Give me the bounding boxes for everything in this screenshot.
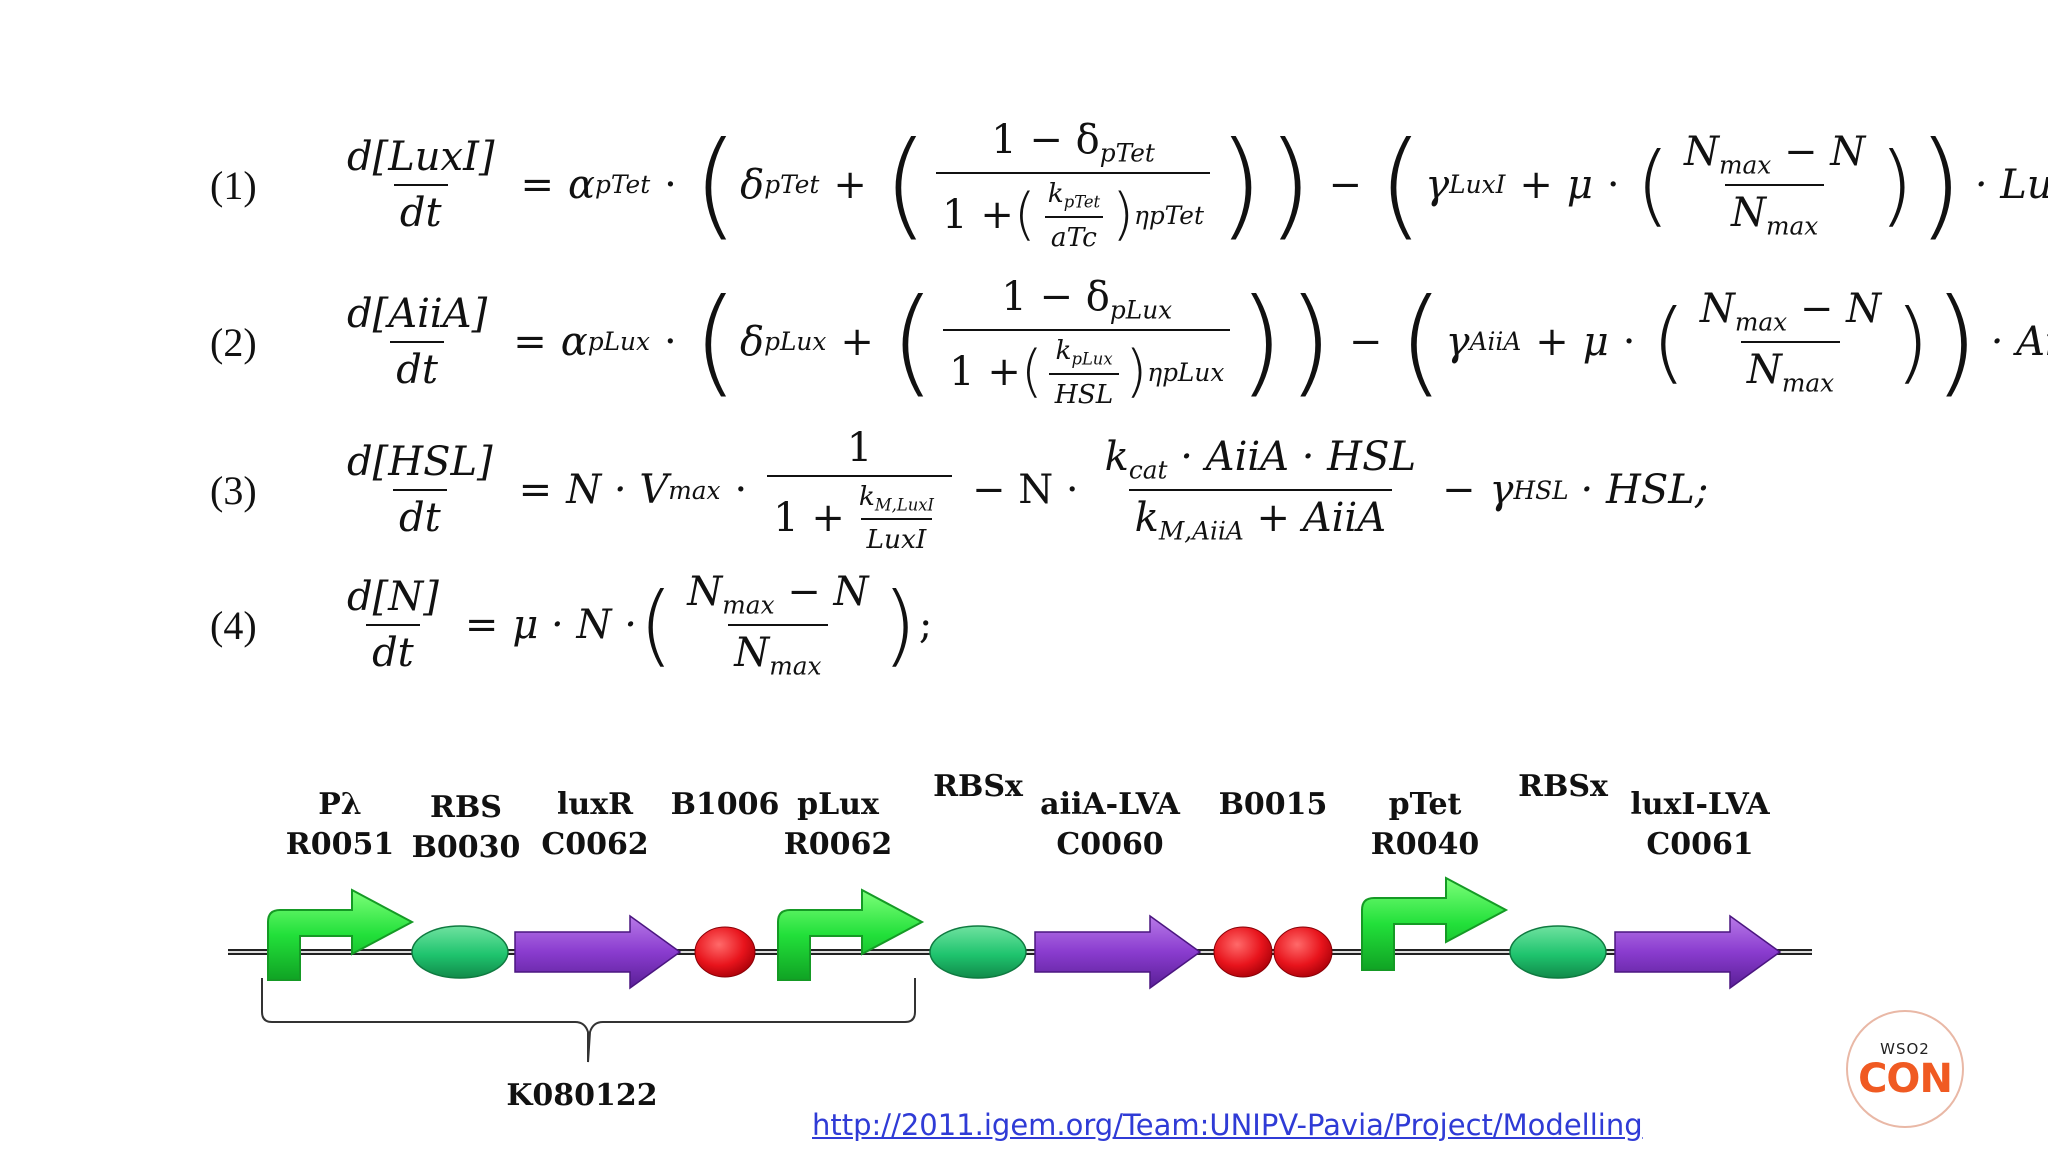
cds-luxr <box>514 914 682 990</box>
rbs-x-1 <box>929 925 1027 979</box>
promoter-fraction: 1 − δpLux 1 + ( kpLux HSL ) ηpLux <box>943 274 1231 410</box>
rbs-x-2 <box>1509 925 1607 979</box>
part-label-rbsx-2: RBSx <box>1518 769 1608 804</box>
part-label-rbsx-1: RBSx <box>933 769 1023 804</box>
equation-number: (4) <box>210 602 257 648</box>
source-link[interactable]: http://2011.igem.org/Team:UNIPV-Pavia/Pr… <box>812 1108 1643 1142</box>
terminator-b0015-a <box>1213 926 1273 978</box>
terminator-b0015-b <box>1273 926 1333 978</box>
k080122-bracket <box>261 978 916 1063</box>
part-label-b0015: B0015 <box>1218 787 1328 822</box>
circuit-graphics <box>228 876 1812 1063</box>
equation-number: (2) <box>210 319 257 365</box>
rbs-b0030 <box>411 925 509 979</box>
equation-number: (3) <box>210 467 257 513</box>
wso2con-logo: WSO2 CON <box>1846 1010 1964 1128</box>
cds-aiia-lva <box>1034 914 1202 990</box>
terminator-b1006 <box>694 926 756 978</box>
bracket-label: K080122 <box>506 1078 658 1113</box>
lhs-fraction: d[N] dt <box>347 574 439 676</box>
lhs-fraction: d[LuxI] dt <box>347 133 495 236</box>
lhs-fraction: d[AiiA] dt <box>347 290 488 393</box>
promoter-p-lambda <box>267 888 415 981</box>
promoter-plux <box>777 888 925 981</box>
promoter-ptet <box>1361 876 1509 971</box>
cds-luxi-lva <box>1614 914 1782 990</box>
lhs-fraction: d[HSL] dt <box>347 439 493 541</box>
promoter-fraction: 1 − δpTet 1 + ( kpTet aTc ) ηpTet <box>936 117 1210 253</box>
equation-number: (1) <box>210 162 257 208</box>
part-label-b1006: B1006 <box>670 787 780 822</box>
equation-4: (4) d[N] dt = μ · N · ( Nmax − N Nmax ) … <box>210 569 933 681</box>
